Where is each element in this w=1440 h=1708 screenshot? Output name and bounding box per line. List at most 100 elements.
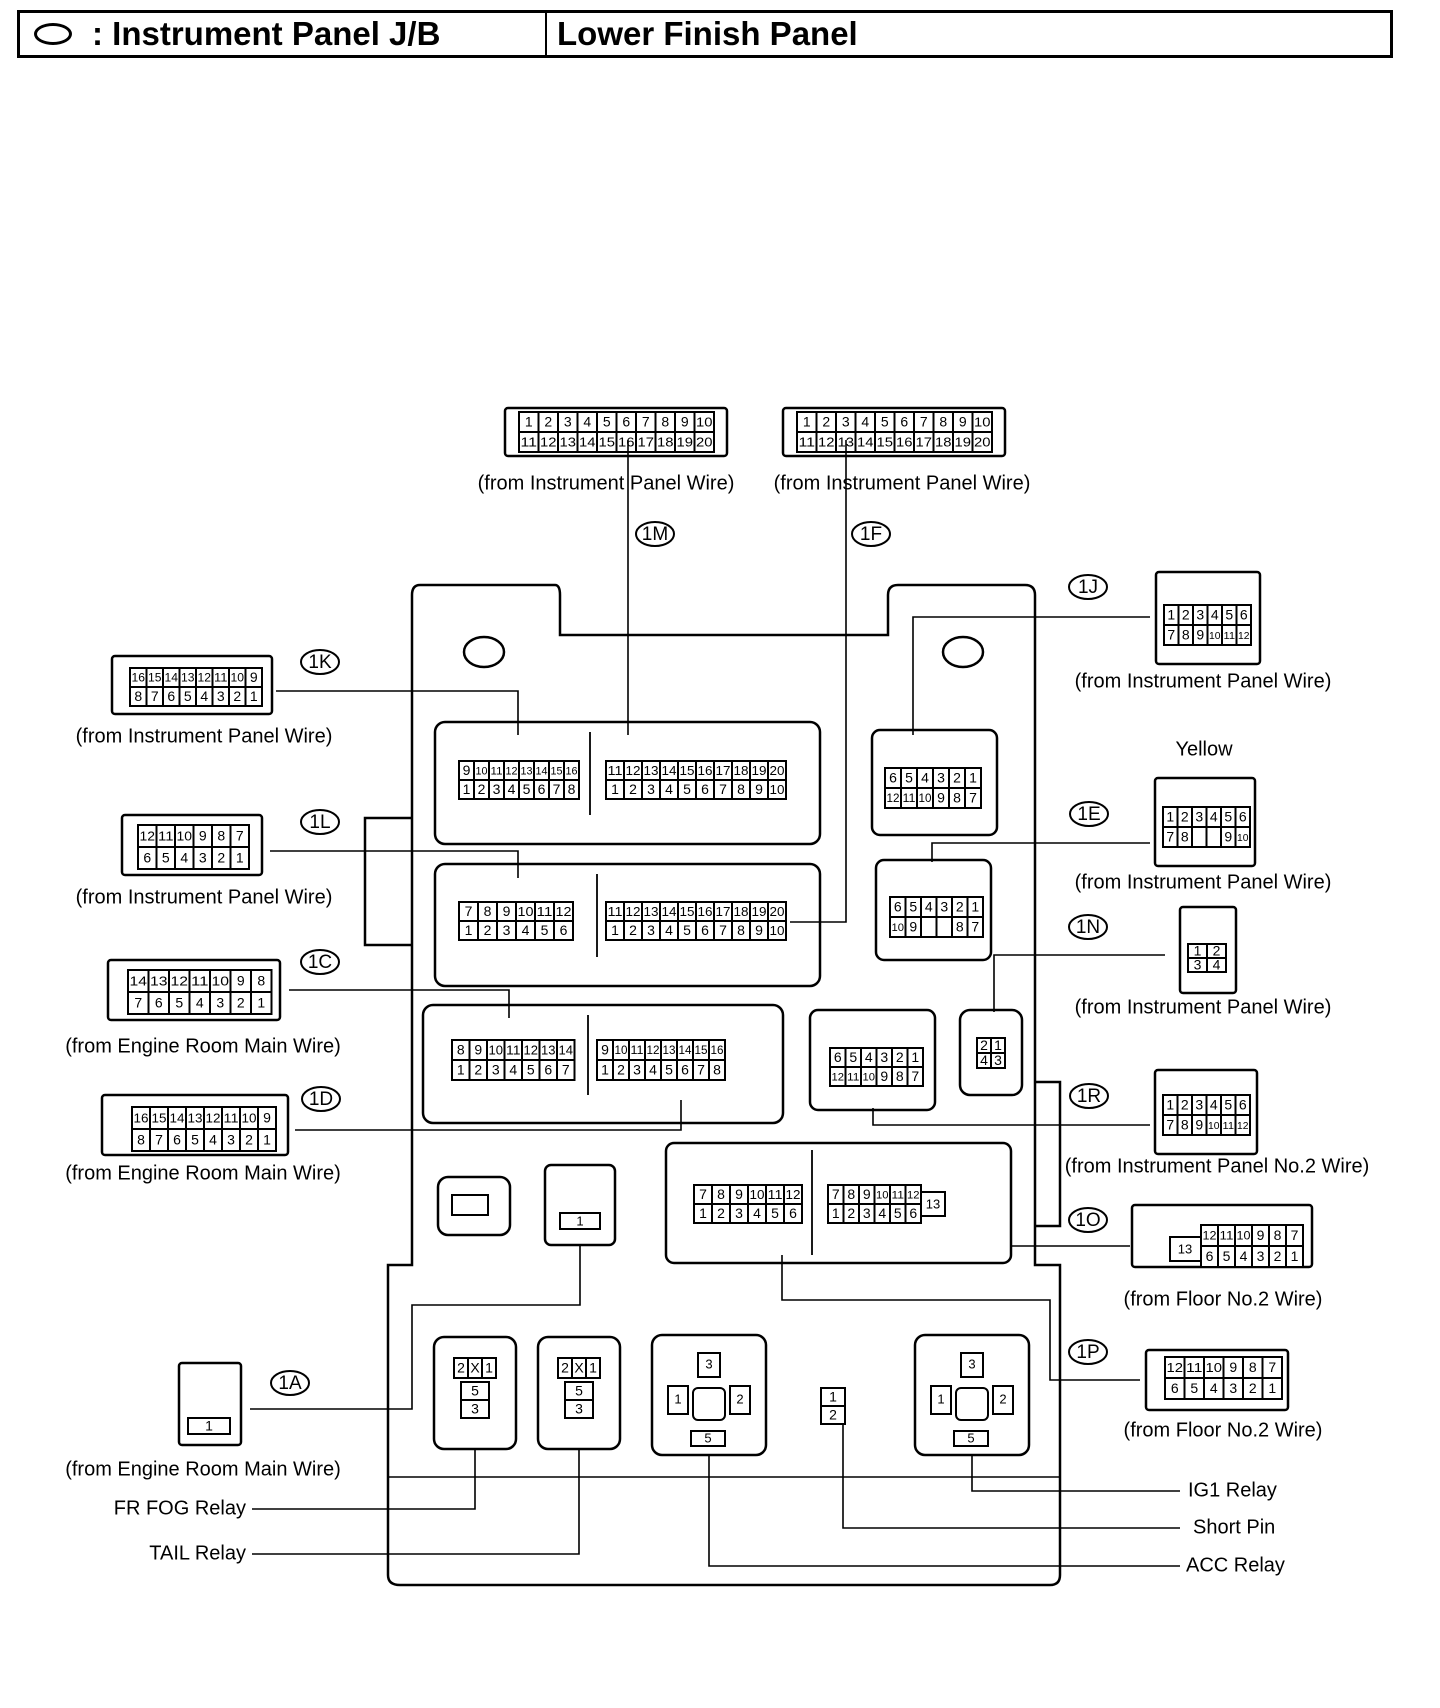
pin-number: 2: [629, 922, 637, 938]
pin-number: 12: [171, 973, 189, 988]
connector-1A-shell: [177, 1361, 243, 1447]
pin-number: 3: [217, 688, 225, 704]
connector-code-1D: 1D: [309, 1089, 333, 1110]
unused-socket-cavity: [451, 1194, 489, 1216]
pin-number: 12: [887, 793, 900, 805]
pin-number: 10: [770, 923, 785, 938]
relay-ig1-label: IG1 Relay: [1188, 1479, 1277, 1501]
pin-number: 5: [471, 1383, 479, 1399]
pin-number: 5: [1224, 1097, 1232, 1113]
pin-number: 16: [618, 434, 635, 449]
pin-cell: [585, 1357, 601, 1379]
pin-number: 12: [1238, 631, 1250, 642]
connector-code-1O: 1O: [1075, 1210, 1100, 1231]
pin-number: 10: [1206, 1360, 1223, 1375]
connector-1O-label: (from Floor No.2 Wire): [1124, 1288, 1323, 1310]
pin-number: 2: [544, 414, 552, 430]
pin-number: 8: [1182, 627, 1190, 643]
pin-number: 5: [191, 1132, 199, 1148]
pin-cell: [767, 779, 787, 800]
pin-cell: [966, 916, 984, 938]
housing-n: [958, 1008, 1024, 1097]
pin-number: 1: [465, 922, 473, 938]
connector-1F-shell: [781, 406, 1007, 458]
pin-number: 4: [209, 1132, 217, 1148]
pin-cell: [244, 686, 263, 707]
pin-cell: [563, 779, 580, 800]
pin-number: 10: [1237, 833, 1249, 844]
pin-number: 2: [1181, 809, 1189, 825]
connector-1K-label: (from Instrument Panel Wire): [76, 725, 333, 747]
connector-code-1O-badge: [1068, 1207, 1108, 1233]
pin-number: 5: [909, 899, 917, 915]
pin-number: 4: [1213, 957, 1221, 973]
relay-acc-pin-3-label: 3: [705, 1356, 712, 1371]
jb-socket-1A-pin-label: 1: [576, 1213, 583, 1228]
pin-cell: [906, 1066, 924, 1087]
pin-number: 16: [698, 763, 713, 778]
pin-number: 6: [538, 781, 546, 797]
pin-number: 9: [1257, 1227, 1265, 1243]
leader-ig1: [971, 1455, 1180, 1492]
pin-number: 8: [217, 828, 225, 844]
pin-number: 10: [696, 414, 713, 429]
pin-number: 6: [167, 688, 175, 704]
pin-number: 3: [1195, 809, 1203, 825]
pin-number: 8: [713, 1062, 721, 1078]
pin-number: 9: [601, 1042, 609, 1058]
relay-ig1-pin-2: [992, 1385, 1014, 1415]
pin-number: 5: [881, 414, 889, 430]
pin-number: 2: [561, 1360, 569, 1376]
pin-number: 14: [662, 904, 677, 919]
pin-number: 4: [1240, 1248, 1248, 1264]
pin-number: 12: [818, 434, 835, 449]
connector-code-1A: 1A: [278, 1373, 302, 1394]
pin-number: 3: [216, 995, 224, 1011]
pin-number: 4: [1210, 1097, 1218, 1113]
jb-title: : Instrument Panel J/B: [92, 15, 441, 52]
connector-code-1M: 1M: [642, 524, 668, 545]
pin-number: 10: [876, 1189, 889, 1201]
mounting-hole-right: [941, 635, 985, 669]
pin-number: 1: [589, 1360, 597, 1376]
pin-number: 10: [177, 828, 193, 843]
pin-number: 2: [847, 1205, 855, 1221]
relay-acc-pin-5: [690, 1430, 726, 1447]
pin-number: 14: [170, 1110, 185, 1125]
pin-number: 13: [560, 434, 577, 449]
housing-op: [664, 1141, 1013, 1265]
pin-number: 7: [465, 903, 473, 919]
pin-number: 3: [1194, 957, 1202, 973]
leader-1K: [276, 690, 519, 735]
pin-number: 11: [1223, 1121, 1235, 1132]
pin-number: 10: [1209, 631, 1221, 642]
pin-cell: [1191, 826, 1208, 848]
leader-1F: [790, 440, 847, 923]
connector-1F-label: (from Instrument Panel Wire): [774, 472, 1031, 494]
relay-ig1-center: [955, 1387, 989, 1421]
relay-ig1-pin-3: [960, 1352, 984, 1378]
pin-number: 17: [916, 434, 933, 449]
pin-number: 3: [492, 1062, 500, 1078]
pin-number: 18: [734, 763, 749, 778]
connector-1E-color-label: Yellow: [1175, 738, 1233, 760]
connector-1M-label: (from Instrument Panel Wire): [478, 472, 735, 494]
relay-ig1-pin-1: [930, 1385, 952, 1415]
connector-code-1J: 1J: [1078, 577, 1098, 598]
pin-number: 14: [165, 671, 179, 685]
connector-code-1L-badge: [300, 809, 340, 835]
pin-number: 5: [849, 1049, 857, 1065]
pin-number: 3: [940, 899, 948, 915]
housing-a: [543, 1163, 617, 1247]
pin-number: 14: [130, 973, 148, 988]
leader-short-pin: [842, 1424, 1180, 1529]
pin-number: 7: [969, 790, 977, 806]
pin-cell: [767, 920, 787, 941]
pin-number: 16: [134, 1110, 149, 1125]
pin-number: 11: [768, 1187, 783, 1202]
